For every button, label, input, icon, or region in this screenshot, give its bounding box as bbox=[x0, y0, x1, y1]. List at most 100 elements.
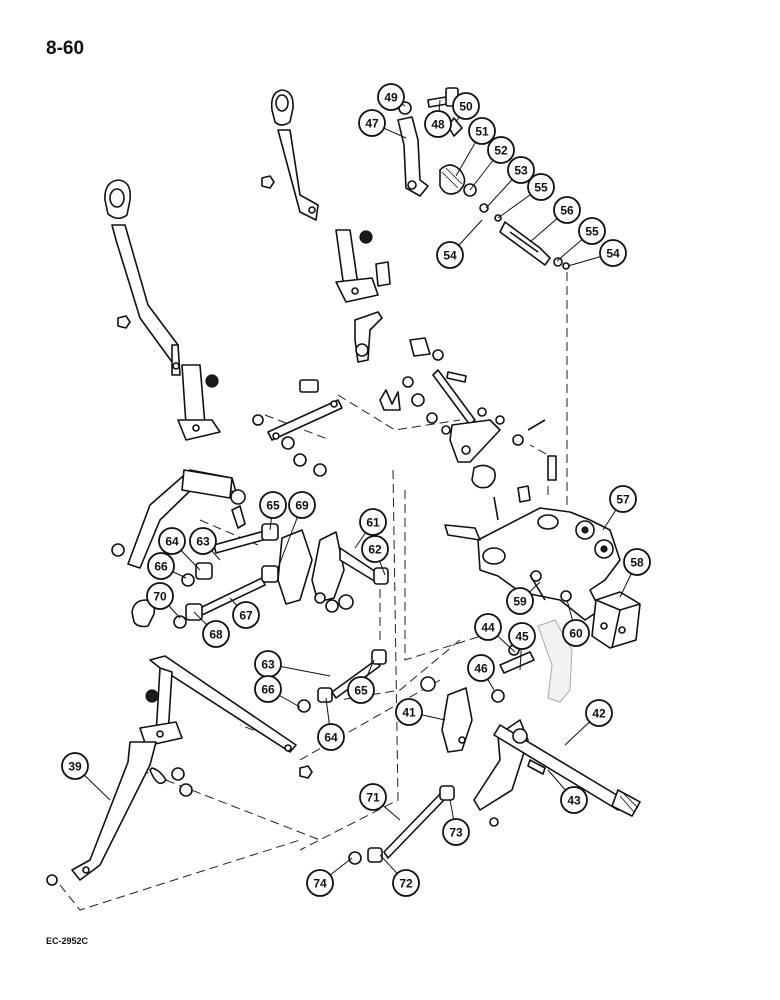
callout-72: 72 bbox=[379, 854, 420, 897]
lever-upper-middle bbox=[261, 89, 391, 303]
callout-number: 55 bbox=[585, 225, 599, 239]
callout-circle bbox=[487, 136, 515, 164]
callout-number: 68 bbox=[209, 628, 223, 642]
callout-number: 73 bbox=[449, 826, 463, 840]
callout-circle bbox=[306, 869, 334, 897]
right-shaft bbox=[473, 719, 641, 827]
callout-66: 66 bbox=[147, 552, 187, 580]
callout-49: 49 bbox=[377, 83, 406, 111]
middle-linkage bbox=[252, 311, 557, 521]
callout-circle bbox=[599, 239, 627, 267]
callout-circle bbox=[158, 527, 186, 555]
callout-39: 39 bbox=[61, 752, 111, 801]
callout-circle bbox=[359, 508, 387, 536]
callout-circle bbox=[347, 676, 375, 704]
callout-71: 71 bbox=[359, 783, 401, 821]
callout-66: 66 bbox=[254, 675, 301, 708]
upper-linkage-assembly bbox=[397, 87, 570, 270]
callout-number: 72 bbox=[399, 877, 413, 891]
callout-circle bbox=[585, 699, 613, 727]
callout-circle bbox=[259, 491, 287, 519]
pedal-lever-left bbox=[104, 179, 221, 441]
callout-number: 54 bbox=[606, 247, 620, 261]
callout-circle bbox=[452, 92, 480, 120]
callout-number: 49 bbox=[384, 91, 398, 105]
callout-55: 55 bbox=[497, 173, 555, 219]
callout-number: 44 bbox=[481, 621, 495, 635]
callout-58: 58 bbox=[619, 548, 651, 598]
callout-67: 67 bbox=[229, 597, 260, 629]
callout-41: 41 bbox=[395, 698, 446, 726]
callout-number: 48 bbox=[431, 118, 445, 132]
callout-circle bbox=[424, 110, 452, 138]
callout-74: 74 bbox=[306, 857, 353, 897]
callout-50: 50 bbox=[452, 92, 480, 123]
figure-code: EC-2952C bbox=[46, 936, 89, 946]
callout-46: 46 bbox=[467, 654, 495, 691]
callout-number: 65 bbox=[266, 499, 280, 513]
callout-number: 66 bbox=[261, 683, 275, 697]
callout-62: 62 bbox=[361, 535, 389, 576]
callout-circle bbox=[468, 117, 496, 145]
callout-circle bbox=[288, 491, 316, 519]
callout-circle bbox=[359, 783, 387, 811]
callout-circle bbox=[560, 786, 588, 814]
callout-number: 53 bbox=[514, 164, 528, 178]
callout-circle bbox=[395, 698, 423, 726]
callout-number: 71 bbox=[366, 791, 380, 805]
callout-circle bbox=[507, 156, 535, 184]
callout-circle bbox=[467, 654, 495, 682]
callout-circle bbox=[553, 196, 581, 224]
callout-47: 47 bbox=[358, 109, 407, 139]
callout-65: 65 bbox=[259, 491, 287, 531]
callout-73: 73 bbox=[442, 799, 470, 846]
callout-circle bbox=[377, 83, 405, 111]
callout-circle bbox=[506, 587, 534, 615]
callout-54: 54 bbox=[436, 219, 483, 269]
callout-circle bbox=[392, 869, 420, 897]
callout-48: 48 bbox=[424, 99, 452, 138]
callout-53: 53 bbox=[485, 156, 535, 209]
callout-number: 43 bbox=[567, 794, 581, 808]
callout-number: 58 bbox=[630, 556, 644, 570]
callout-63: 63 bbox=[254, 650, 331, 678]
callout-57: 57 bbox=[602, 485, 637, 531]
callout-number: 69 bbox=[295, 499, 309, 513]
callout-number: 67 bbox=[239, 609, 253, 623]
block-58 bbox=[591, 591, 641, 649]
callout-69: 69 bbox=[277, 491, 316, 569]
main-housing bbox=[444, 507, 621, 621]
callout-number: 39 bbox=[68, 760, 82, 774]
callout-circle bbox=[623, 548, 651, 576]
callout-circle bbox=[358, 109, 386, 137]
callout-number: 64 bbox=[324, 731, 338, 745]
callout-circle bbox=[508, 622, 536, 650]
callout-61: 61 bbox=[354, 508, 387, 549]
callout-number: 52 bbox=[494, 144, 508, 158]
callout-circle bbox=[254, 675, 282, 703]
callout-44: 44 bbox=[474, 613, 516, 653]
callout-circle bbox=[202, 620, 230, 648]
callout-60: 60 bbox=[562, 599, 590, 647]
callout-number: 56 bbox=[560, 204, 574, 218]
callout-55: 55 bbox=[556, 217, 606, 262]
callout-number: 61 bbox=[366, 516, 380, 530]
callout-circle bbox=[562, 619, 590, 647]
callout-circle bbox=[232, 601, 260, 629]
callout-number: 47 bbox=[365, 117, 379, 131]
callout-number: 45 bbox=[515, 630, 529, 644]
callout-number: 57 bbox=[616, 493, 630, 507]
callout-circle bbox=[146, 582, 174, 610]
callout-circle bbox=[61, 752, 89, 780]
callout-64: 64 bbox=[317, 697, 345, 751]
callout-circle bbox=[436, 241, 464, 269]
callout-number: 51 bbox=[475, 125, 489, 139]
callout-number: 63 bbox=[261, 658, 275, 672]
callout-circle bbox=[474, 613, 502, 641]
pedal-lever-lower bbox=[46, 655, 313, 886]
callout-circle bbox=[442, 818, 470, 846]
callout-51: 51 bbox=[455, 117, 496, 177]
callout-circle bbox=[578, 217, 606, 245]
